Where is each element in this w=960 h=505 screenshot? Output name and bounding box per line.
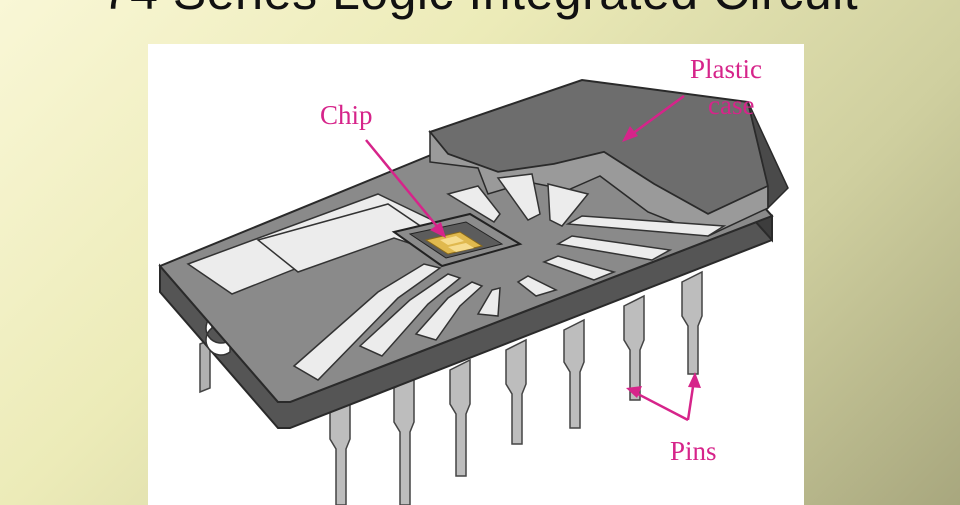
pin-front-5 [563, 318, 585, 429]
slide-title: 74 Series Logic Integrated Circuit [0, 0, 960, 22]
chip-arrow [365, 139, 441, 231]
lead-4 [358, 273, 462, 357]
ic-illustration: Chip Plastic case Pins [148, 44, 804, 505]
case-arrow [631, 94, 685, 136]
annotation-arrows [365, 94, 701, 422]
lead-9 [555, 235, 673, 261]
plastic-case-wall [429, 129, 769, 237]
case-label: case [708, 90, 755, 120]
lead-12 [496, 173, 541, 221]
pin-front-7 [681, 270, 703, 375]
lead-8 [541, 255, 617, 281]
lead-10 [565, 215, 727, 237]
chip-die [424, 231, 484, 255]
lead-6 [476, 287, 501, 317]
lead-5 [414, 281, 484, 341]
pins-arrow-a [633, 390, 689, 422]
chip-label: Chip [320, 100, 373, 130]
plastic-label: Plastic [690, 54, 762, 84]
ic-drawing [158, 78, 789, 505]
lead-11 [446, 185, 501, 223]
lead-frame [186, 173, 727, 381]
lead-13 [547, 183, 590, 227]
plastic-case-edge [747, 101, 789, 210]
pin-front-3 [449, 358, 471, 477]
notch [205, 314, 231, 356]
pins-label: Pins [670, 436, 717, 466]
lead-7 [516, 275, 559, 297]
pin-front-1 [329, 396, 351, 505]
front-pins [329, 270, 703, 505]
pin-front-2 [393, 376, 415, 505]
lead-3 [292, 263, 442, 381]
pin-front-6 [623, 294, 645, 401]
pin-front-4 [505, 338, 527, 445]
